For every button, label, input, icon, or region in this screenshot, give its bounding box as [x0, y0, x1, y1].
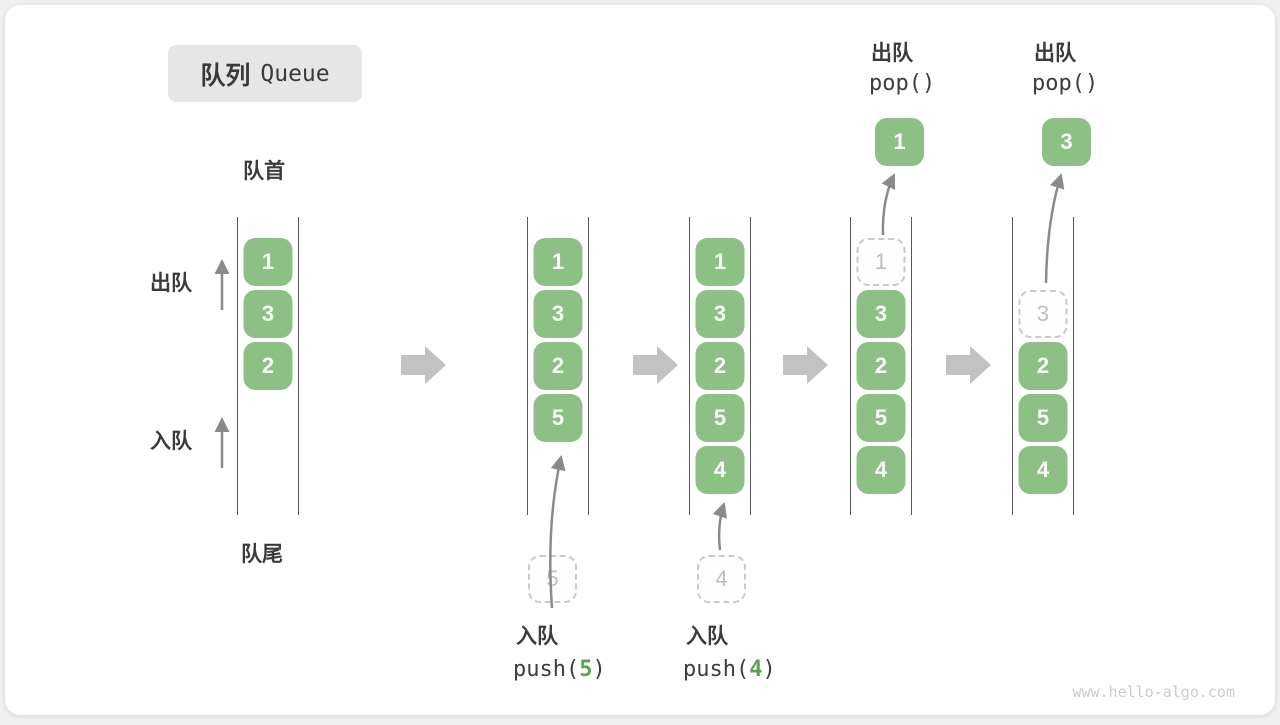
pop2-label: 出队	[1034, 42, 1076, 65]
queue-cell: 1	[695, 238, 745, 286]
pop1-call: pop()	[869, 71, 936, 96]
queue-cell: 5	[533, 394, 583, 442]
state-transition-arrow-1	[401, 346, 446, 384]
queue-cell: 4	[1018, 446, 1068, 494]
push5-label: 入队	[516, 625, 558, 648]
push5-pre: push(	[513, 657, 580, 682]
queue-state-1: 1 3 2	[237, 217, 299, 515]
pop1-result-cell: 1	[875, 118, 924, 166]
title-en: Queue	[260, 60, 330, 87]
push5-call: push(5)	[513, 657, 606, 682]
arrows-overlay	[214, 173, 1065, 609]
queue-state-5: 3 2 5 4	[1012, 217, 1074, 515]
queue-cell: 2	[1018, 342, 1068, 390]
push4-post: )	[762, 657, 776, 682]
pop1-label: 出队	[871, 42, 913, 65]
state-transition-arrow-3	[783, 346, 828, 384]
queue-cell-popped: 1	[856, 238, 906, 286]
queue-cell: 3	[856, 290, 906, 338]
queue-cell: 2	[856, 342, 906, 390]
queue-state-3: 1 3 2 5 4	[689, 217, 751, 515]
queue-cell: 4	[695, 446, 745, 494]
queue-cell: 2	[243, 342, 293, 390]
queue-cell: 1	[533, 238, 583, 286]
title-box: 队列 Queue	[168, 45, 362, 102]
watermark: www.hello-algo.com	[1072, 683, 1235, 701]
push4-arg: 4	[749, 657, 763, 682]
push4-pre: push(	[683, 657, 750, 682]
push4-label: 入队	[686, 625, 728, 648]
title-zh: 队列	[200, 61, 251, 90]
queue-cell: 3	[695, 290, 745, 338]
queue-cell: 3	[533, 290, 583, 338]
push4-call: push(4)	[683, 657, 776, 682]
state-transition-arrow-4	[946, 346, 991, 384]
queue-cell: 3	[243, 290, 293, 338]
pop2-result-cell: 3	[1042, 118, 1091, 166]
queue-cell: 5	[695, 394, 745, 442]
pop2-call: pop()	[1032, 71, 1099, 96]
push5-ghost-cell: 5	[528, 555, 577, 603]
diagram-card: 队列 Queue 队首 队尾 出队 入队 1 3 2 1 3 2 5 1 3 2…	[5, 5, 1275, 715]
queue-state-2: 1 3 2 5	[527, 217, 589, 515]
state-transition-arrow-2	[633, 346, 678, 384]
push4-ghost-cell: 4	[697, 555, 746, 603]
queue-cell: 5	[1018, 394, 1068, 442]
queue-cell: 5	[856, 394, 906, 442]
queue-cell: 2	[533, 342, 583, 390]
label-queue-front: 队首	[243, 160, 285, 183]
queue-cell-popped: 3	[1018, 290, 1068, 338]
label-queue-rear: 队尾	[241, 543, 283, 566]
queue-cell: 2	[695, 342, 745, 390]
label-enqueue-side: 入队	[150, 430, 192, 453]
label-dequeue-side: 出队	[150, 272, 192, 295]
push5-post: )	[592, 657, 606, 682]
queue-cell: 1	[243, 238, 293, 286]
queue-state-4: 1 3 2 5 4	[850, 217, 912, 515]
push5-arg: 5	[579, 657, 593, 682]
queue-cell: 4	[856, 446, 906, 494]
